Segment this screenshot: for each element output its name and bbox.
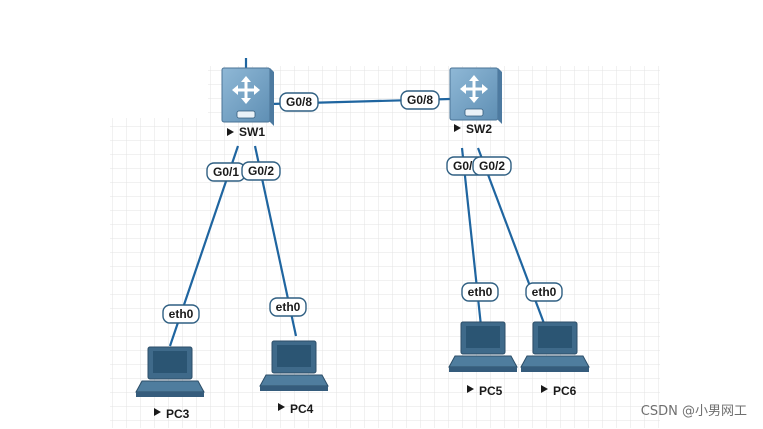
port-label-pc5-eth0: eth0: [461, 282, 499, 302]
port-label-text: eth0: [532, 285, 557, 299]
screen-icon: [277, 345, 311, 367]
watermark: CSDN @小男网工: [640, 404, 747, 419]
play-icon: [454, 124, 461, 132]
screen-icon: [538, 326, 572, 348]
grid-cutout-top: [208, 56, 668, 66]
port-label-sw1-g02: G0/2: [241, 161, 281, 181]
pc-pc6[interactable]: PC6: [520, 321, 590, 398]
port-label-text: G0/2: [248, 164, 274, 178]
port-label-sw2-g02: G0/2: [472, 156, 512, 176]
pc-pc4[interactable]: PC4: [259, 340, 329, 416]
play-icon: [227, 128, 234, 136]
device-label-pc4: PC4: [290, 402, 314, 416]
port-label-pc4-eth0: eth0: [269, 297, 307, 317]
play-icon: [278, 403, 285, 411]
grid-cutout: [108, 56, 208, 118]
port-label-sw1-g08: G0/8: [279, 92, 319, 112]
port-label-pc6-eth0: eth0: [525, 282, 563, 302]
status-led-icon: [464, 108, 484, 117]
arrows-icon: [232, 76, 260, 104]
port-label-sw1-g01: G0/1: [206, 162, 246, 182]
port-label-text: eth0: [169, 307, 194, 321]
keyboard-icon: [259, 374, 329, 387]
play-icon: [467, 385, 474, 393]
keyboard-icon: [520, 355, 590, 368]
base-icon: [136, 392, 204, 397]
switch-icon-side: [270, 68, 274, 126]
port-label-text: eth0: [276, 300, 301, 314]
play-icon: [154, 408, 161, 416]
keyboard-icon: [448, 355, 518, 368]
base-icon: [521, 367, 589, 372]
device-label-sw2: SW2: [466, 122, 492, 136]
base-icon: [260, 386, 328, 391]
switch-sw2[interactable]: SW2: [449, 67, 502, 136]
port-label-text: G0/8: [286, 95, 312, 109]
port-label-text: G0/2: [479, 159, 505, 173]
port-label-text: G0/1: [213, 165, 239, 179]
port-label-sw2-g08: G0/8: [400, 90, 440, 110]
status-led-icon: [236, 110, 256, 119]
screen-icon: [153, 351, 187, 373]
base-icon: [449, 367, 517, 372]
port-label-text: G0/8: [407, 93, 433, 107]
device-label-sw1: SW1: [239, 125, 265, 139]
pc-pc3[interactable]: PC3: [135, 346, 205, 421]
device-label-pc5: PC5: [479, 384, 503, 398]
screen-icon: [466, 326, 500, 348]
port-label-pc3-eth0: eth0: [162, 304, 200, 324]
pc-pc5[interactable]: PC5: [448, 321, 518, 398]
port-label-text: eth0: [468, 285, 493, 299]
switch-icon-side: [498, 68, 502, 124]
port-labels: G0/8 G0/8 G0/1 G0/2 G0/1 G0/2 eth0 eth0: [162, 90, 563, 324]
play-icon: [541, 385, 548, 393]
keyboard-icon: [135, 380, 205, 393]
arrows-icon: [460, 75, 488, 103]
device-label-pc3: PC3: [166, 407, 190, 421]
device-label-pc6: PC6: [553, 384, 577, 398]
switch-sw1[interactable]: SW1: [221, 67, 274, 139]
